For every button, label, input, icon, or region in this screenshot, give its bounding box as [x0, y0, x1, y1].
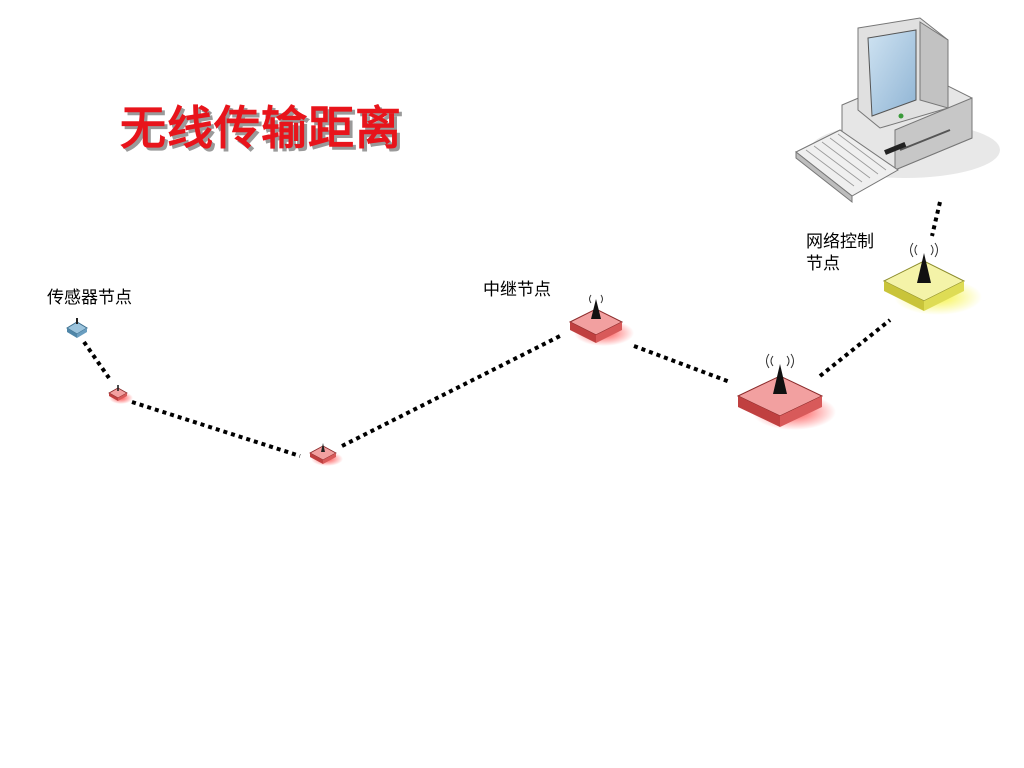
network-control-node-icon [882, 242, 982, 315]
slide-title: 无线传输距离 [120, 101, 402, 155]
network-control-node-label-line1: 网络控制 [806, 232, 874, 252]
antenna-node-icon-1 [108, 385, 133, 404]
relay-node-label: 中继节点 [483, 280, 551, 300]
link-node1-to-node2 [131, 400, 301, 458]
relay-node-icon [568, 294, 634, 346]
link-relay-to-node4 [633, 344, 731, 384]
link-node4-to-control [818, 318, 892, 378]
sensor-node-icon [66, 318, 88, 338]
link-control-to-computer [930, 201, 942, 237]
links [82, 201, 942, 458]
antenna-node-icon-2 [309, 443, 343, 466]
link-sensor-to-node1 [82, 340, 111, 380]
antenna-node-icon-4 [736, 353, 836, 430]
link-node2-to-relay [341, 334, 561, 448]
network-control-node-label: 网络控制 节点 [806, 231, 896, 275]
sensor-node-label: 传感器节点 [47, 288, 132, 308]
network-control-node-label-line2: 节点 [806, 254, 840, 274]
computer-icon [795, 17, 1000, 204]
